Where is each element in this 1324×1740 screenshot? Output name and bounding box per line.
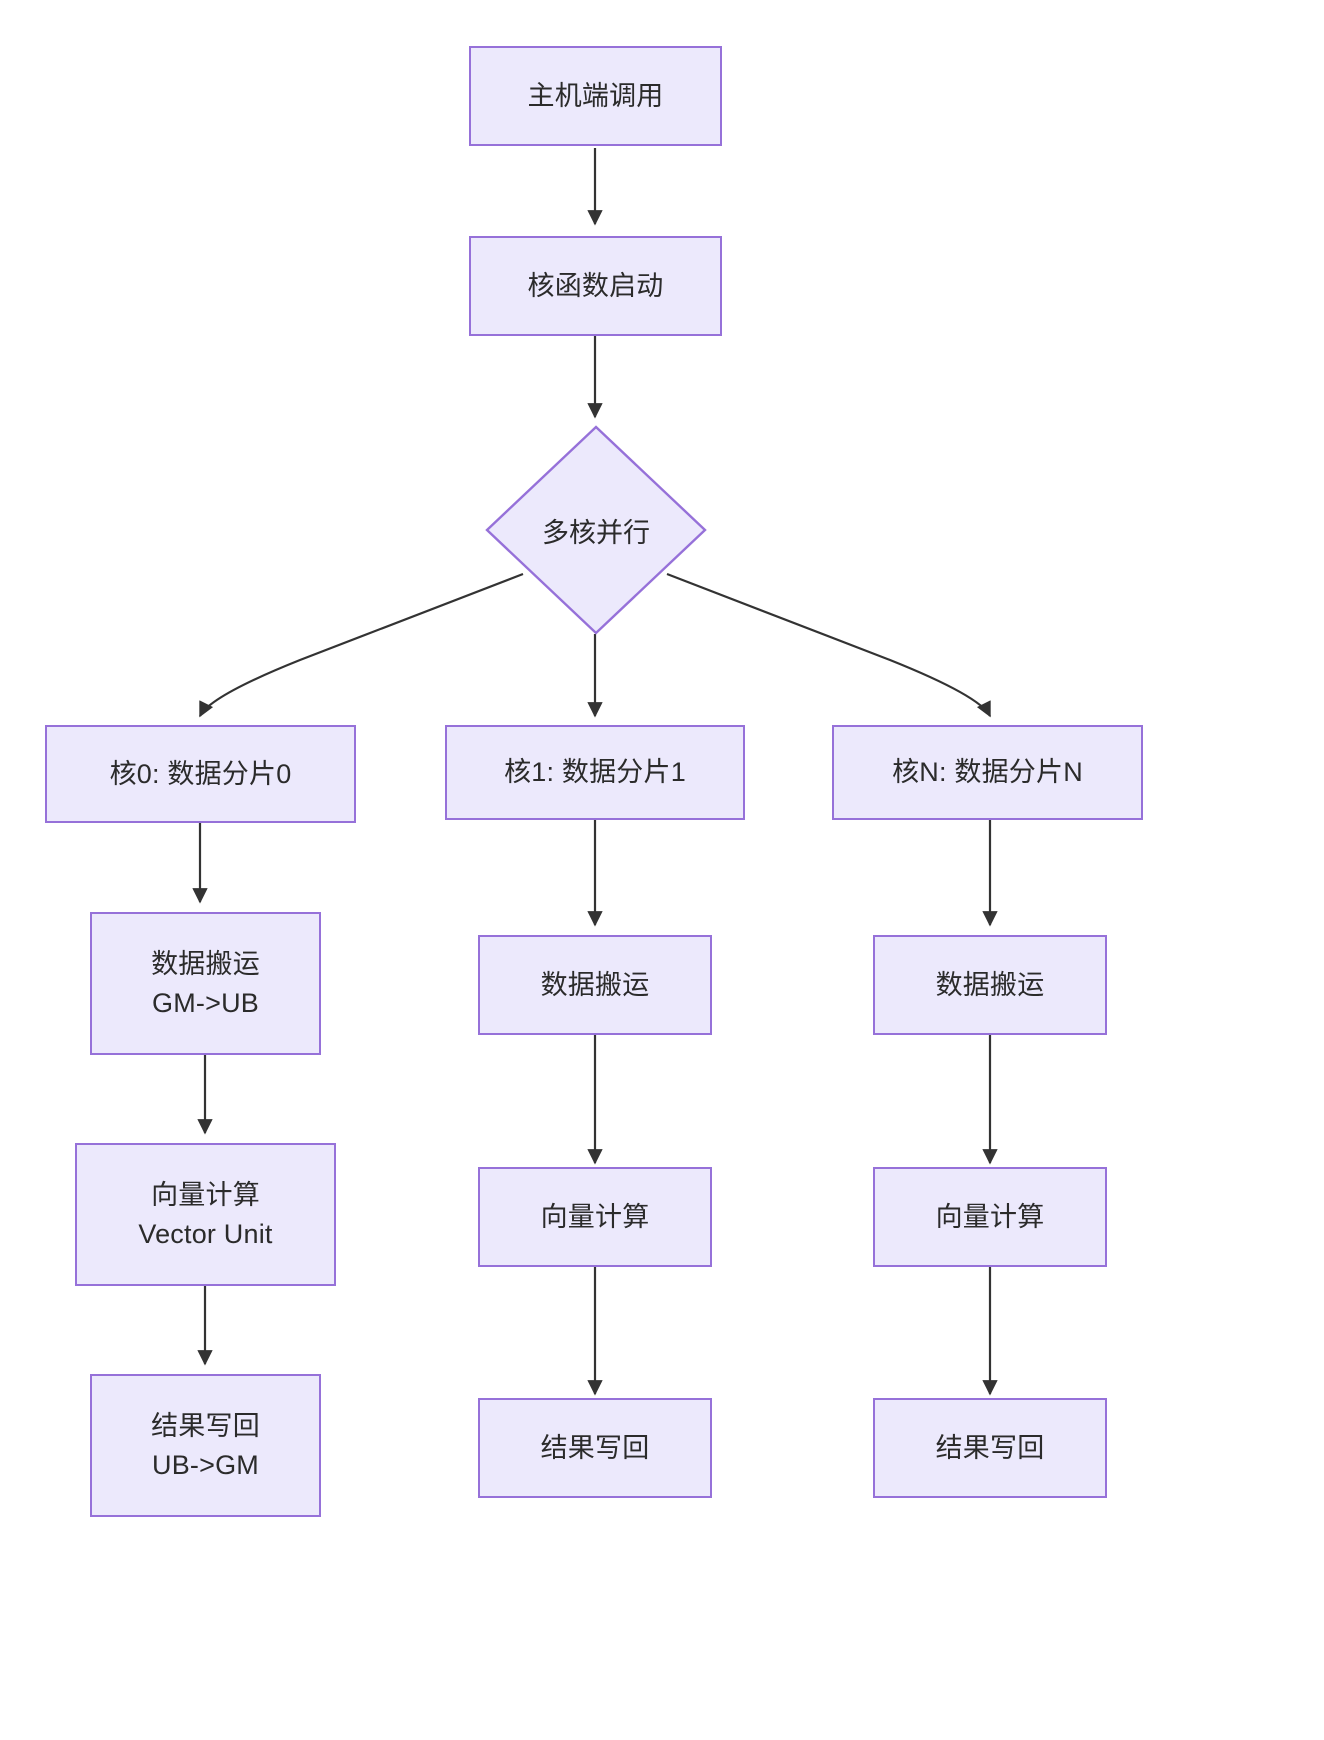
edge-parallel-to-coreN: [666, 572, 991, 718]
node-kernel-launch-label: 核函数启动: [527, 270, 664, 301]
node-core0-writeback[interactable]: 结果写回 UB->GM: [90, 1374, 321, 1517]
node-coreN-shard-label: 核N: 数据分片N: [892, 757, 1083, 788]
node-kernel-launch[interactable]: 核函数启动: [469, 236, 722, 336]
node-core0-vector-compute-label-line2: Vector Unit: [138, 1218, 273, 1249]
node-coreN-vector-compute-label: 向量计算: [935, 1201, 1045, 1232]
node-coreN-shard[interactable]: 核N: 数据分片N: [832, 725, 1143, 820]
node-coreN-data-move[interactable]: 数据搬运: [873, 935, 1107, 1035]
node-core1-writeback-label: 结果写回: [540, 1432, 650, 1463]
node-core0-vector-compute-label-line1: 向量计算: [151, 1180, 260, 1211]
node-core1-vector-compute[interactable]: 向量计算: [478, 1167, 712, 1267]
node-core0-writeback-label-line1: 结果写回: [151, 1411, 260, 1442]
node-core0-data-move-label-line1: 数据搬运: [151, 949, 260, 980]
node-core0-shard-label: 核0: 数据分片0: [109, 758, 292, 789]
node-core0-data-move[interactable]: 数据搬运 GM->UB: [90, 912, 321, 1055]
node-core0-shard[interactable]: 核0: 数据分片0: [45, 725, 356, 823]
node-coreN-writeback[interactable]: 结果写回: [873, 1398, 1107, 1498]
node-core1-writeback[interactable]: 结果写回: [478, 1398, 712, 1498]
node-core0-vector-compute[interactable]: 向量计算 Vector Unit: [75, 1143, 336, 1286]
node-host-call[interactable]: 主机端调用: [469, 46, 722, 146]
node-multicore-parallel-label: 多核并行: [542, 517, 650, 548]
node-coreN-vector-compute[interactable]: 向量计算: [873, 1167, 1107, 1267]
node-coreN-writeback-label: 结果写回: [935, 1432, 1045, 1463]
node-multicore-parallel[interactable]: 多核并行: [485, 425, 707, 635]
node-core1-data-move-label: 数据搬运: [540, 969, 650, 1000]
node-core0-writeback-label-line2: UB->GM: [152, 1449, 259, 1480]
diamond-shape: [485, 425, 707, 635]
node-core1-vector-compute-label: 向量计算: [540, 1201, 650, 1232]
node-core0-data-move-label-line2: GM->UB: [152, 987, 259, 1018]
node-host-call-label: 主机端调用: [527, 80, 664, 111]
node-core1-data-move[interactable]: 数据搬运: [478, 935, 712, 1035]
node-core1-shard[interactable]: 核1: 数据分片1: [445, 725, 745, 820]
node-core1-shard-label: 核1: 数据分片1: [504, 757, 686, 788]
node-coreN-data-move-label: 数据搬运: [935, 969, 1045, 1000]
edge-parallel-to-core0: [199, 572, 524, 718]
